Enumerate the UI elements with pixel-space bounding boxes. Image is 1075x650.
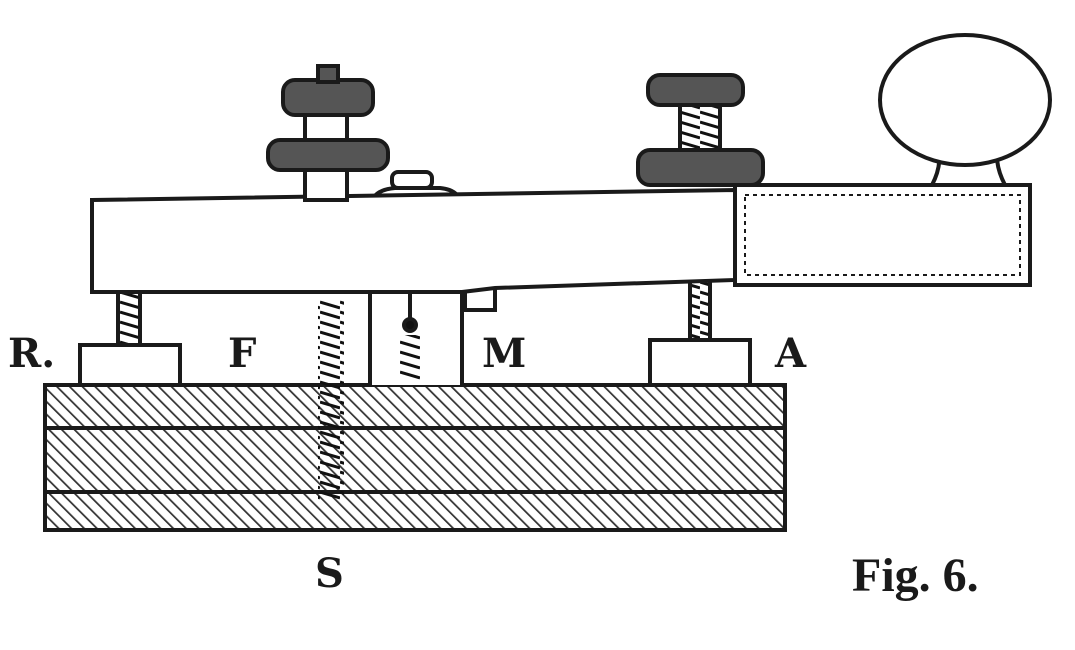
label-m: M xyxy=(482,330,527,377)
contact-post-a xyxy=(688,278,712,342)
adjusting-screw-f xyxy=(266,64,390,202)
terminal-block-a xyxy=(648,338,752,387)
figure-caption: Fig. 6. xyxy=(852,549,979,602)
label-r: R. xyxy=(8,330,56,377)
key-knob xyxy=(878,33,1052,187)
terminal-block-r xyxy=(78,343,182,387)
label-a: A xyxy=(775,330,807,377)
contact-post-r xyxy=(116,288,142,347)
spring-s xyxy=(318,300,344,500)
lever-handle xyxy=(733,183,1032,287)
label-s: S xyxy=(315,550,344,597)
wooden-base xyxy=(43,383,787,532)
label-f: F xyxy=(228,330,257,377)
adjusting-screw-a xyxy=(636,73,765,187)
lever-arm xyxy=(90,187,737,294)
